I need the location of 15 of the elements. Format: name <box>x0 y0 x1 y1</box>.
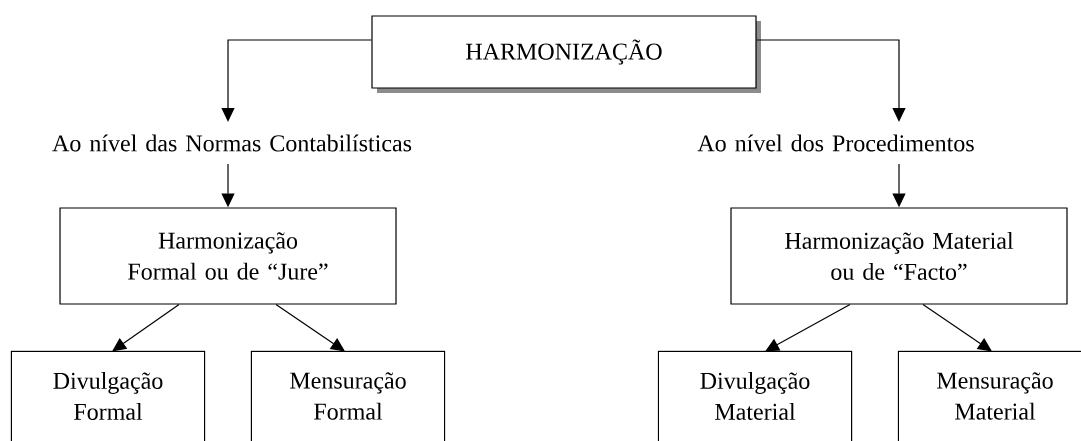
category-box: Mensuração Material <box>897 350 1081 441</box>
arrow <box>275 304 345 352</box>
arrow <box>756 39 906 122</box>
category-box: Divulgação Material <box>657 350 853 441</box>
arrow <box>765 304 851 352</box>
category-box: Mensuração Formal <box>250 350 446 441</box>
arrow <box>112 304 180 352</box>
arrow <box>922 304 992 352</box>
process-box: Harmonização Material ou de “Facto” <box>730 207 1068 305</box>
level-label: Ao nível dos Procedimentos <box>697 134 974 152</box>
level-label: Ao nível das Normas Contabilísticas <box>52 134 412 152</box>
title-box: HARMONIZAÇÃO <box>371 15 761 93</box>
process-box: Harmonização Formal ou de “Jure” <box>59 207 397 305</box>
category-box: Divulgação Formal <box>10 350 206 441</box>
arrow <box>221 39 372 122</box>
